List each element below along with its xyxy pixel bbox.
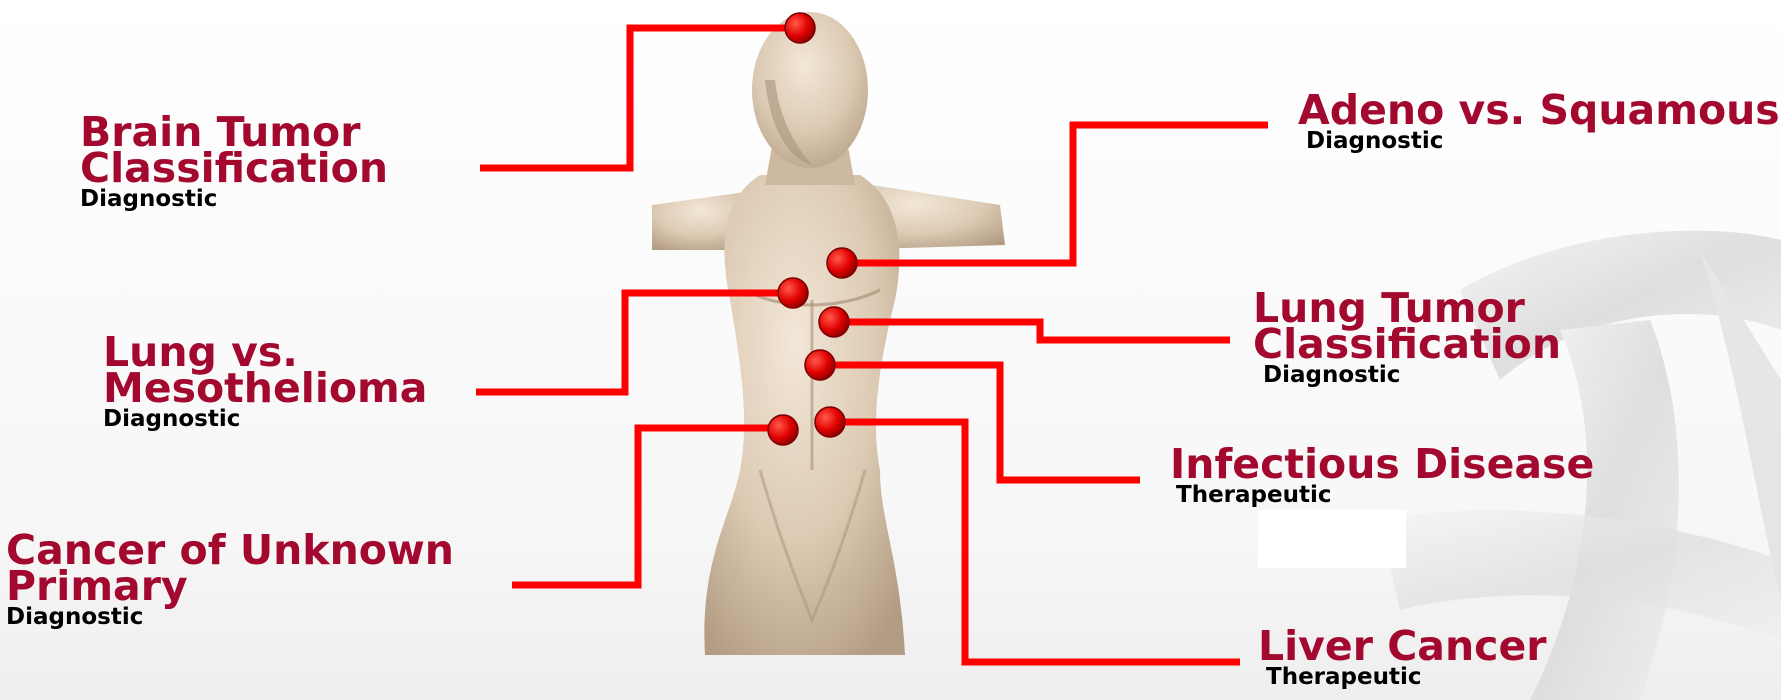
white-patch xyxy=(1258,510,1406,568)
callout-title-line: Mesothelioma xyxy=(103,370,427,406)
marker-dot-liver xyxy=(815,407,845,437)
callout-title-line: Classification xyxy=(80,150,388,186)
callout-lung-tumor-classification: Lung Tumor Classification Diagnostic xyxy=(1253,290,1561,388)
callout-adeno-vs-squamous: Adeno vs. Squamous Diagnostic xyxy=(1298,92,1780,154)
callout-type: Diagnostic xyxy=(6,604,454,630)
marker-dot-cup xyxy=(768,415,798,445)
marker-dot-adeno xyxy=(827,248,857,278)
callout-title-line: Adeno vs. Squamous xyxy=(1298,92,1780,128)
marker-dot-brain xyxy=(785,13,815,43)
marker-dot-lung-tumor xyxy=(819,307,849,337)
callout-infectious-disease: Infectious Disease Therapeutic xyxy=(1170,446,1594,508)
marker-dot-infectious xyxy=(805,350,835,380)
callout-lung-vs-mesothelioma: Lung vs. Mesothelioma Diagnostic xyxy=(103,334,427,432)
marker-dot-lung-meso xyxy=(778,278,808,308)
callout-title-line: Liver Cancer xyxy=(1258,628,1546,664)
callout-title-line: Classification xyxy=(1253,326,1561,362)
callout-title-line: Infectious Disease xyxy=(1170,446,1594,482)
callout-cancer-unknown-primary: Cancer of Unknown Primary Diagnostic xyxy=(6,532,454,630)
callout-brain-tumor: Brain Tumor Classification Diagnostic xyxy=(80,114,388,212)
callout-liver-cancer: Liver Cancer Therapeutic xyxy=(1258,628,1546,690)
